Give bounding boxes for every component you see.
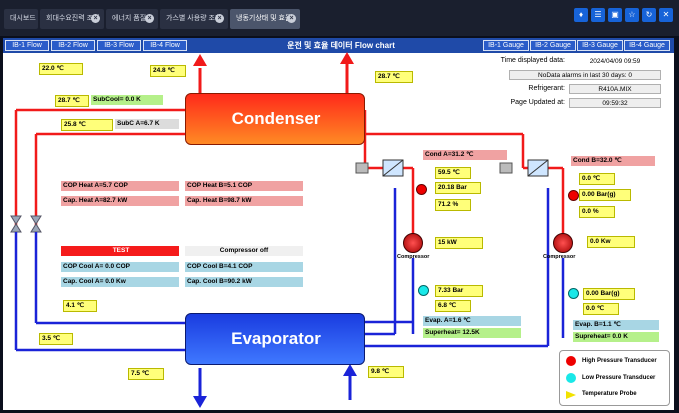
close-icon[interactable]: ×: [145, 14, 154, 23]
refrigerant-label: Refrigerant:: [528, 85, 565, 92]
subc-a-value: SubC A=6.7 K: [115, 119, 179, 129]
tab-chiller-status[interactable]: 냉동기상태 및 효율×: [230, 9, 300, 29]
page-title: 운전 및 효율 데이터 Flow chart: [287, 41, 395, 50]
circuit-b-percent: 0.0 %: [579, 206, 615, 218]
updated-label: Page Updated at:: [510, 99, 566, 106]
temp-evap-41: 4.1 ℃: [63, 300, 97, 312]
legend: High Pressure Transducer Low Pressure Tr…: [559, 350, 670, 406]
circuit-a-pressure: 20.18 Bar: [435, 182, 481, 194]
close-icon[interactable]: ×: [215, 14, 224, 23]
refrigerant-value: R410A.MIX: [569, 84, 661, 94]
low-pressure-transducer-b: [568, 288, 579, 299]
cop-heat-a: COP Heat A=5.7 COP: [61, 181, 179, 191]
tab-label: 에너지 품질: [112, 15, 147, 22]
temp-left-upper: 28.7 ℃: [55, 95, 89, 107]
circuit-a-low-bar: 7.33 Bar: [435, 285, 483, 297]
temp-outdoor-in: 22.0 ℃: [39, 63, 83, 75]
ib3-gauge-button[interactable]: IB-3 Gauge: [577, 40, 623, 51]
time-label: Time displayed data:: [500, 57, 565, 64]
tab-gas-usage[interactable]: 가스별 사용량 조회×: [160, 9, 228, 29]
subcool-value: SubCool= 0.0 K: [91, 95, 163, 105]
ib2-flow-button[interactable]: IB-2 Flow: [51, 40, 95, 51]
cap-cool-a: Cap. Cool A= 0.0 Kw: [61, 277, 179, 287]
cop-cool-a: COP Cool A= 0.0 COP: [61, 262, 179, 272]
cap-heat-b: Cap. Heat B=98.7 kW: [185, 196, 303, 206]
circuit-b-low-temp: 0.0 ℃: [583, 303, 619, 315]
temp-evap-out: 7.5 ℃: [128, 368, 164, 380]
temp-evap-35: 3.5 ℃: [39, 333, 73, 345]
circuit-a-percent: 71.2 %: [435, 199, 471, 211]
temp-left-25: 25.8 ℃: [61, 119, 113, 131]
circuit-a-temp: 59.5 ℃: [435, 167, 471, 179]
low-pressure-legend-icon: [566, 373, 576, 383]
cap-cool-b: Cap. Cool B=90.2 kW: [185, 277, 303, 287]
legend-probe: Temperature Probe: [582, 391, 637, 397]
cop-heat-b: COP Heat B=5.1 COP: [185, 181, 303, 191]
tray-icon[interactable]: ☰: [591, 8, 605, 22]
superheat-a-value: Superheat= 12.5K: [423, 328, 521, 338]
high-pressure-legend-icon: [566, 356, 576, 366]
evaporator-label: Evaporator: [231, 329, 321, 348]
temperature-probe-legend-icon: [566, 391, 576, 399]
refresh-icon[interactable]: ↻: [642, 8, 656, 22]
evap-b-value: Evap. B=1.1 ℃: [573, 320, 659, 330]
tab-label: 회대수요진력 조회: [46, 15, 100, 22]
compressor-a-label: Compressor: [397, 254, 430, 260]
cond-a-value: Cond A=31.2 ℃: [423, 150, 507, 160]
high-pressure-transducer-b: [568, 190, 579, 201]
legend-high: High Pressure Transducer: [582, 358, 657, 364]
circuit-b-pressure: 0.00 Bar(g): [579, 189, 631, 201]
temp-condenser-top: 24.8 ℃: [150, 65, 186, 77]
compressor-a: [403, 233, 423, 253]
circuit-b-temp: 0.0 ℃: [579, 173, 615, 185]
tab-energy-quality[interactable]: 에너지 품질×: [106, 9, 158, 29]
chart-header: IB-1 Flow IB-2 Flow IB-3 Flow IB-4 Flow …: [3, 38, 674, 53]
cap-heat-a: Cap. Heat A=82.7 kW: [61, 196, 179, 206]
close-icon[interactable]: ×: [91, 14, 100, 23]
ib3-flow-button[interactable]: IB-3 Flow: [97, 40, 141, 51]
high-pressure-transducer-a: [416, 184, 427, 195]
star-icon[interactable]: ☆: [625, 8, 639, 22]
tab-label: 냉동기상태 및 효율: [236, 15, 292, 22]
ib2-gauge-button[interactable]: IB-2 Gauge: [530, 40, 576, 51]
condenser-label: Condenser: [231, 109, 321, 128]
condenser-unit: Condenser: [185, 93, 365, 145]
close-icon[interactable]: ✕: [659, 8, 673, 22]
cop-cool-b: COP Cool B=4.1 COP: [185, 262, 303, 272]
close-icon[interactable]: ×: [287, 14, 296, 23]
time-value: 2024/04/09 09:59: [569, 57, 661, 67]
cond-b-value: Cond B=32.0 ℃: [571, 156, 655, 166]
evaporator-unit: Evaporator: [185, 313, 365, 365]
circuit-b-kw: 0.0 Kw: [587, 236, 635, 248]
temp-evap-in: 9.8 ℃: [368, 366, 404, 378]
compressor-b-label: Compressor: [543, 254, 576, 260]
legend-low: Low Pressure Transducer: [582, 375, 656, 381]
circuit-a-kw: 15 kW: [435, 237, 483, 249]
ib1-gauge-button[interactable]: IB-1 Gauge: [483, 40, 529, 51]
tab-label: 대시보드: [10, 15, 36, 22]
compressor-b: [553, 233, 573, 253]
circuit-a-low-temp: 6.8 ℃: [435, 300, 471, 312]
piping-diagram: [10, 52, 565, 408]
tab-bar: 대시보드 회대수요진력 조회× 에너지 품질× 가스별 사용량 조회× 냉동기상…: [0, 0, 679, 36]
ib4-gauge-button[interactable]: IB-4 Gauge: [624, 40, 670, 51]
status-test: TEST: [61, 246, 179, 256]
bell-icon[interactable]: ♦: [574, 8, 588, 22]
temp-condenser-out: 28.7 ℃: [375, 71, 413, 83]
evap-a-value: Evap. A=1.6 ℃: [423, 316, 521, 326]
tab-label: 가스별 사용량 조회: [166, 15, 222, 22]
tab-dashboard[interactable]: 대시보드: [4, 9, 38, 29]
ib4-flow-button[interactable]: IB-4 Flow: [143, 40, 187, 51]
alarms-value: NoData alarms in last 30 days: 0: [509, 70, 661, 80]
monitor-icon[interactable]: ▣: [608, 8, 622, 22]
status-compressor-off: Compressor off: [185, 246, 303, 256]
tab-peak-demand[interactable]: 회대수요진력 조회×: [40, 9, 104, 29]
ib1-flow-button[interactable]: IB-1 Flow: [5, 40, 49, 51]
low-pressure-transducer-a: [418, 285, 429, 296]
updated-value: 09:59:32: [569, 98, 661, 108]
superheat-b-value: Supreheat= 0.0 K: [573, 332, 659, 342]
circuit-b-low-bar: 0.00 Bar(g): [583, 288, 635, 300]
flow-chart-canvas: IB-1 Flow IB-2 Flow IB-3 Flow IB-4 Flow …: [3, 38, 674, 410]
